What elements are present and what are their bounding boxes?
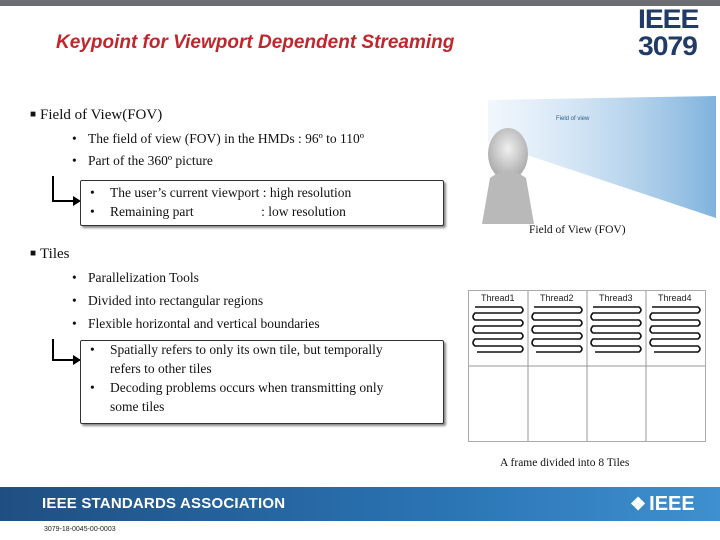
fov-arrow: [52, 176, 76, 202]
footer-bar: IEEE STANDARDS ASSOCIATION ❖IEEE: [0, 487, 720, 521]
tiles-bullet-1: •Parallelization Tools: [72, 270, 199, 285]
shoulders-shape: [482, 171, 534, 224]
logo-line2: 3079: [638, 31, 698, 61]
tiles-bullet-3-text: Flexible horizontal and vertical boundar…: [88, 316, 320, 331]
tiles-sub-1: •Spatially refers to only its own tile, …: [90, 342, 383, 357]
tiles-grid: [469, 291, 705, 441]
tiles-arrow-head: [73, 355, 81, 365]
fov-arrow-head: [73, 196, 81, 206]
top-bar: [0, 0, 720, 6]
thread-label-4: Thread4: [658, 293, 692, 303]
tiles-bullet-3: •Flexible horizontal and vertical bounda…: [72, 316, 320, 331]
fov-heading-text: Field of View(FOV): [40, 107, 163, 123]
tiles-arrow: [52, 339, 76, 361]
fov-figure-label: Field of view: [556, 116, 590, 122]
tiles-sub-2-cont: some tiles: [110, 399, 165, 414]
footer-org: IEEE STANDARDS ASSOCIATION: [42, 495, 286, 512]
tiles-sub-box: [80, 340, 444, 424]
fov-bullet-2-text: Part of the 360º picture: [88, 153, 213, 168]
fov-illustration: Field of view: [482, 96, 716, 224]
footer-ieee-logo: ❖IEEE: [630, 493, 695, 516]
tiles-sub-2-line1: Decoding problems occurs when transmitti…: [110, 380, 384, 395]
fov-sub-box: [80, 180, 444, 226]
fov-bullet-1: •The field of view (FOV) in the HMDs : 9…: [72, 131, 364, 146]
logo-line1: IEEE: [638, 4, 699, 34]
ieee-3079-logo: IEEE 3079: [638, 6, 708, 62]
fov-bullet-1-text: The field of view (FOV) in the HMDs : 96…: [88, 131, 364, 146]
tiles-bullet-2: •Divided into rectangular regions: [72, 293, 264, 308]
fov-sub-1-text: The user’s current viewport : high resol…: [110, 185, 352, 200]
fov-bullet-2: •Part of the 360º picture: [72, 153, 213, 168]
footer-brand: IEEE: [649, 493, 695, 515]
tiles-bullet-2-text: Divided into rectangular regions: [88, 293, 264, 308]
tiles-sub-1-cont: refers to other tiles: [110, 361, 212, 376]
thread-scan-arrows: [472, 306, 701, 353]
slide-title: Keypoint for Viewport Dependent Streamin…: [56, 32, 455, 53]
tiles-frame: Thread1 Thread2 Thread3 Thread4: [468, 290, 706, 442]
thread-label-3: Thread3: [599, 293, 633, 303]
tiles-heading-text: Tiles: [40, 246, 70, 262]
tiles-caption: A frame divided into 8 Tiles: [500, 457, 630, 469]
tiles-heading: ■Tiles: [30, 246, 70, 262]
fov-sub-2-text: Remaining part : low resolution: [110, 204, 346, 219]
tiles-sub-1-line1: Spatially refers to only its own tile, b…: [110, 342, 383, 357]
fov-sub-1: •The user’s current viewport : high reso…: [90, 185, 352, 200]
thread-label-1: Thread1: [481, 293, 515, 303]
ieee-diamond-icon: ❖: [630, 494, 647, 514]
thread-label-2: Thread2: [540, 293, 574, 303]
fov-beam: [488, 96, 716, 218]
fov-heading: ■Field of View(FOV): [30, 107, 163, 123]
tiles-sub-2: •Decoding problems occurs when transmitt…: [90, 380, 384, 395]
tiles-bullet-1-text: Parallelization Tools: [88, 270, 199, 285]
head-icon: [488, 128, 528, 180]
fov-sub-2: •Remaining part : low resolution: [90, 204, 346, 219]
fov-caption: Field of View (FOV): [529, 224, 626, 236]
document-number: 3079-18-0045-00-0003: [44, 526, 116, 533]
